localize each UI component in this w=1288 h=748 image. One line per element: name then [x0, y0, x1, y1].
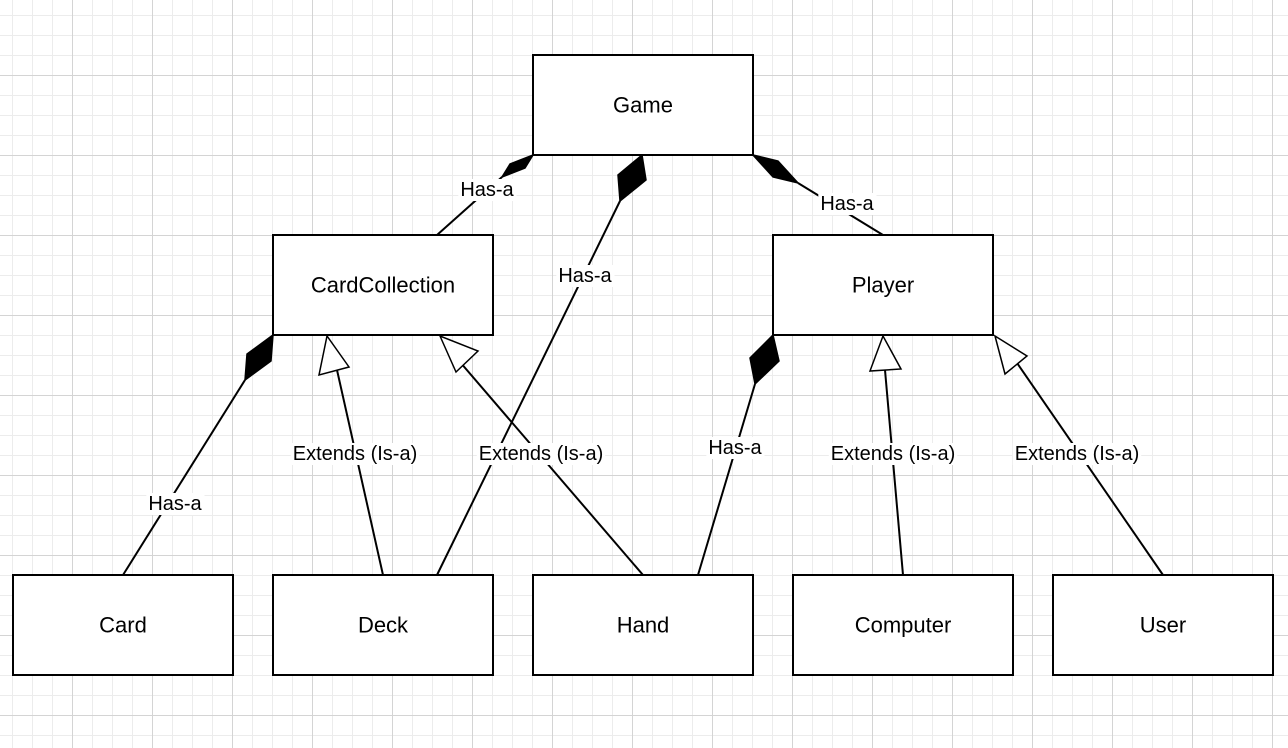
generalization-triangle	[868, 334, 903, 372]
class-cardcollection-label: CardCollection	[311, 273, 455, 298]
class-computer[interactable]: Computer	[792, 574, 1014, 676]
relation-label-game-cardcollection: Has-a	[458, 179, 517, 201]
generalization-triangle	[993, 334, 1029, 376]
class-card-label: Card	[99, 613, 147, 638]
edge-player-hand	[697, 333, 780, 576]
generalization-triangle	[318, 334, 351, 377]
class-cardcollection[interactable]: CardCollection	[272, 234, 494, 336]
composition-diamond	[750, 153, 801, 185]
class-user-label: User	[1140, 613, 1186, 638]
relation-label-text: Has-a	[148, 493, 202, 515]
composition-diamond	[244, 333, 274, 382]
relation-label-deck-extends: Extends (Is-a)	[290, 443, 420, 465]
composition-diamond	[749, 333, 780, 386]
relation-label-game-deck: Has-a	[556, 265, 615, 287]
class-hand[interactable]: Hand	[532, 574, 754, 676]
relation-label-computer-extends: Extends (Is-a)	[828, 443, 958, 465]
generalization-triangle	[438, 334, 480, 374]
relation-label-text: Has-a	[708, 437, 762, 459]
relation-label-text: Extends (Is-a)	[831, 443, 955, 465]
composition-diamond	[617, 153, 647, 203]
class-card[interactable]: Card	[12, 574, 234, 676]
relation-label-text: Extends (Is-a)	[1015, 443, 1139, 465]
relation-label-text: Has-a	[558, 265, 612, 287]
edge-computer-extends-player	[868, 334, 904, 576]
relation-label-cardcollection-card: Has-a	[146, 493, 205, 515]
edge-user-extends-player	[993, 334, 1164, 576]
edge-game-deck	[436, 153, 647, 576]
composition-diamond	[500, 153, 535, 179]
relation-label-text: Has-a	[460, 179, 514, 201]
class-hand-label: Hand	[617, 613, 670, 638]
relation-label-text: Extends (Is-a)	[479, 443, 603, 465]
class-deck[interactable]: Deck	[272, 574, 494, 676]
relation-label-user-extends: Extends (Is-a)	[1012, 443, 1142, 465]
edge-cardcollection-card	[122, 333, 274, 576]
class-game-label: Game	[613, 93, 673, 118]
class-player-label: Player	[852, 273, 914, 298]
class-player[interactable]: Player	[772, 234, 994, 336]
class-computer-label: Computer	[855, 613, 952, 638]
relation-label-text: Has-a	[820, 193, 874, 215]
class-deck-label: Deck	[358, 613, 409, 638]
relation-label-game-player: Has-a	[818, 193, 877, 215]
relation-label-text: Extends (Is-a)	[293, 443, 417, 465]
edge-hand-extends-cardcollection	[438, 334, 644, 576]
relation-label-player-hand: Has-a	[706, 437, 765, 459]
class-user[interactable]: User	[1052, 574, 1274, 676]
edge-deck-extends-cardcollection	[318, 334, 384, 576]
class-game[interactable]: Game	[532, 54, 754, 156]
relation-label-hand-extends: Extends (Is-a)	[476, 443, 606, 465]
